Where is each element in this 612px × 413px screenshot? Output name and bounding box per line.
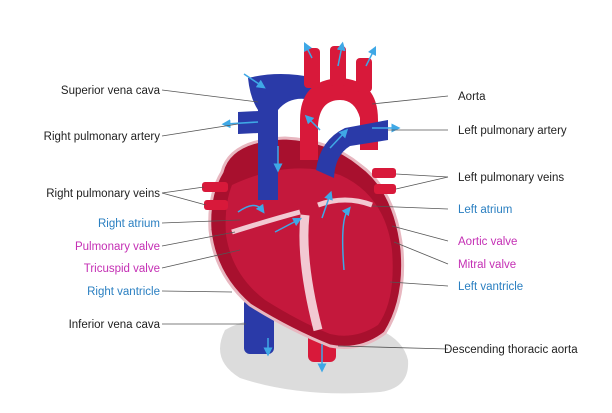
label-left-atrium: Left atrium: [458, 204, 513, 216]
label-pulmonary-valve: Pulmonary valve: [74, 241, 160, 253]
label-mitral-valve: Mitral valve: [458, 259, 517, 271]
leader-lines-right: [337, 95, 449, 350]
superior-vena-cava-vessel: [248, 74, 315, 200]
aorta-branch-3: [356, 58, 372, 92]
pulmonary-trunk-vessel: [316, 120, 388, 178]
atrial-floor-right: [317, 197, 373, 208]
aorta-branch-1: [304, 48, 320, 88]
label-right-atrium: Right atrium: [98, 218, 160, 230]
left-pulmonary-vein-upper: [372, 168, 396, 178]
label-right-pulmonary-artery: Right pulmonary artery: [43, 131, 160, 143]
label-left-vantricle: Left vantricle: [458, 281, 524, 293]
right-pulmonary-vein-lower: [204, 200, 228, 210]
label-tricuspid-valve: Tricuspid valve: [83, 263, 160, 275]
left-pulmonary-vein-lower: [374, 184, 396, 194]
heart-inner-wall: [225, 168, 393, 336]
label-aorta: Aorta: [458, 91, 486, 103]
septum: [299, 214, 323, 332]
label-right-pulmonary-veins: Right pulmonary veins: [46, 188, 160, 200]
aorta-vessel: [300, 78, 378, 160]
atrial-floor-left: [231, 209, 301, 235]
label-left-pulmonary-artery: Left pulmonary artery: [458, 125, 567, 137]
label-right-vantricle: Right vantricle: [87, 286, 160, 298]
blood-flow-arrows: [221, 41, 401, 373]
label-aortic-valve: Aortic valve: [458, 236, 518, 248]
right-pulmonary-vein-upper: [202, 182, 228, 192]
label-left-pulmonary-veins: Left pulmonary veins: [458, 172, 565, 184]
label-descending-thoracic-aorta: Descending thoracic aorta: [444, 344, 578, 356]
leader-lines-left: [161, 89, 259, 325]
label-inferior-vena-cava: Inferior vena cava: [68, 319, 160, 331]
label-superior-vena-cava: Superior vena cava: [60, 85, 160, 97]
